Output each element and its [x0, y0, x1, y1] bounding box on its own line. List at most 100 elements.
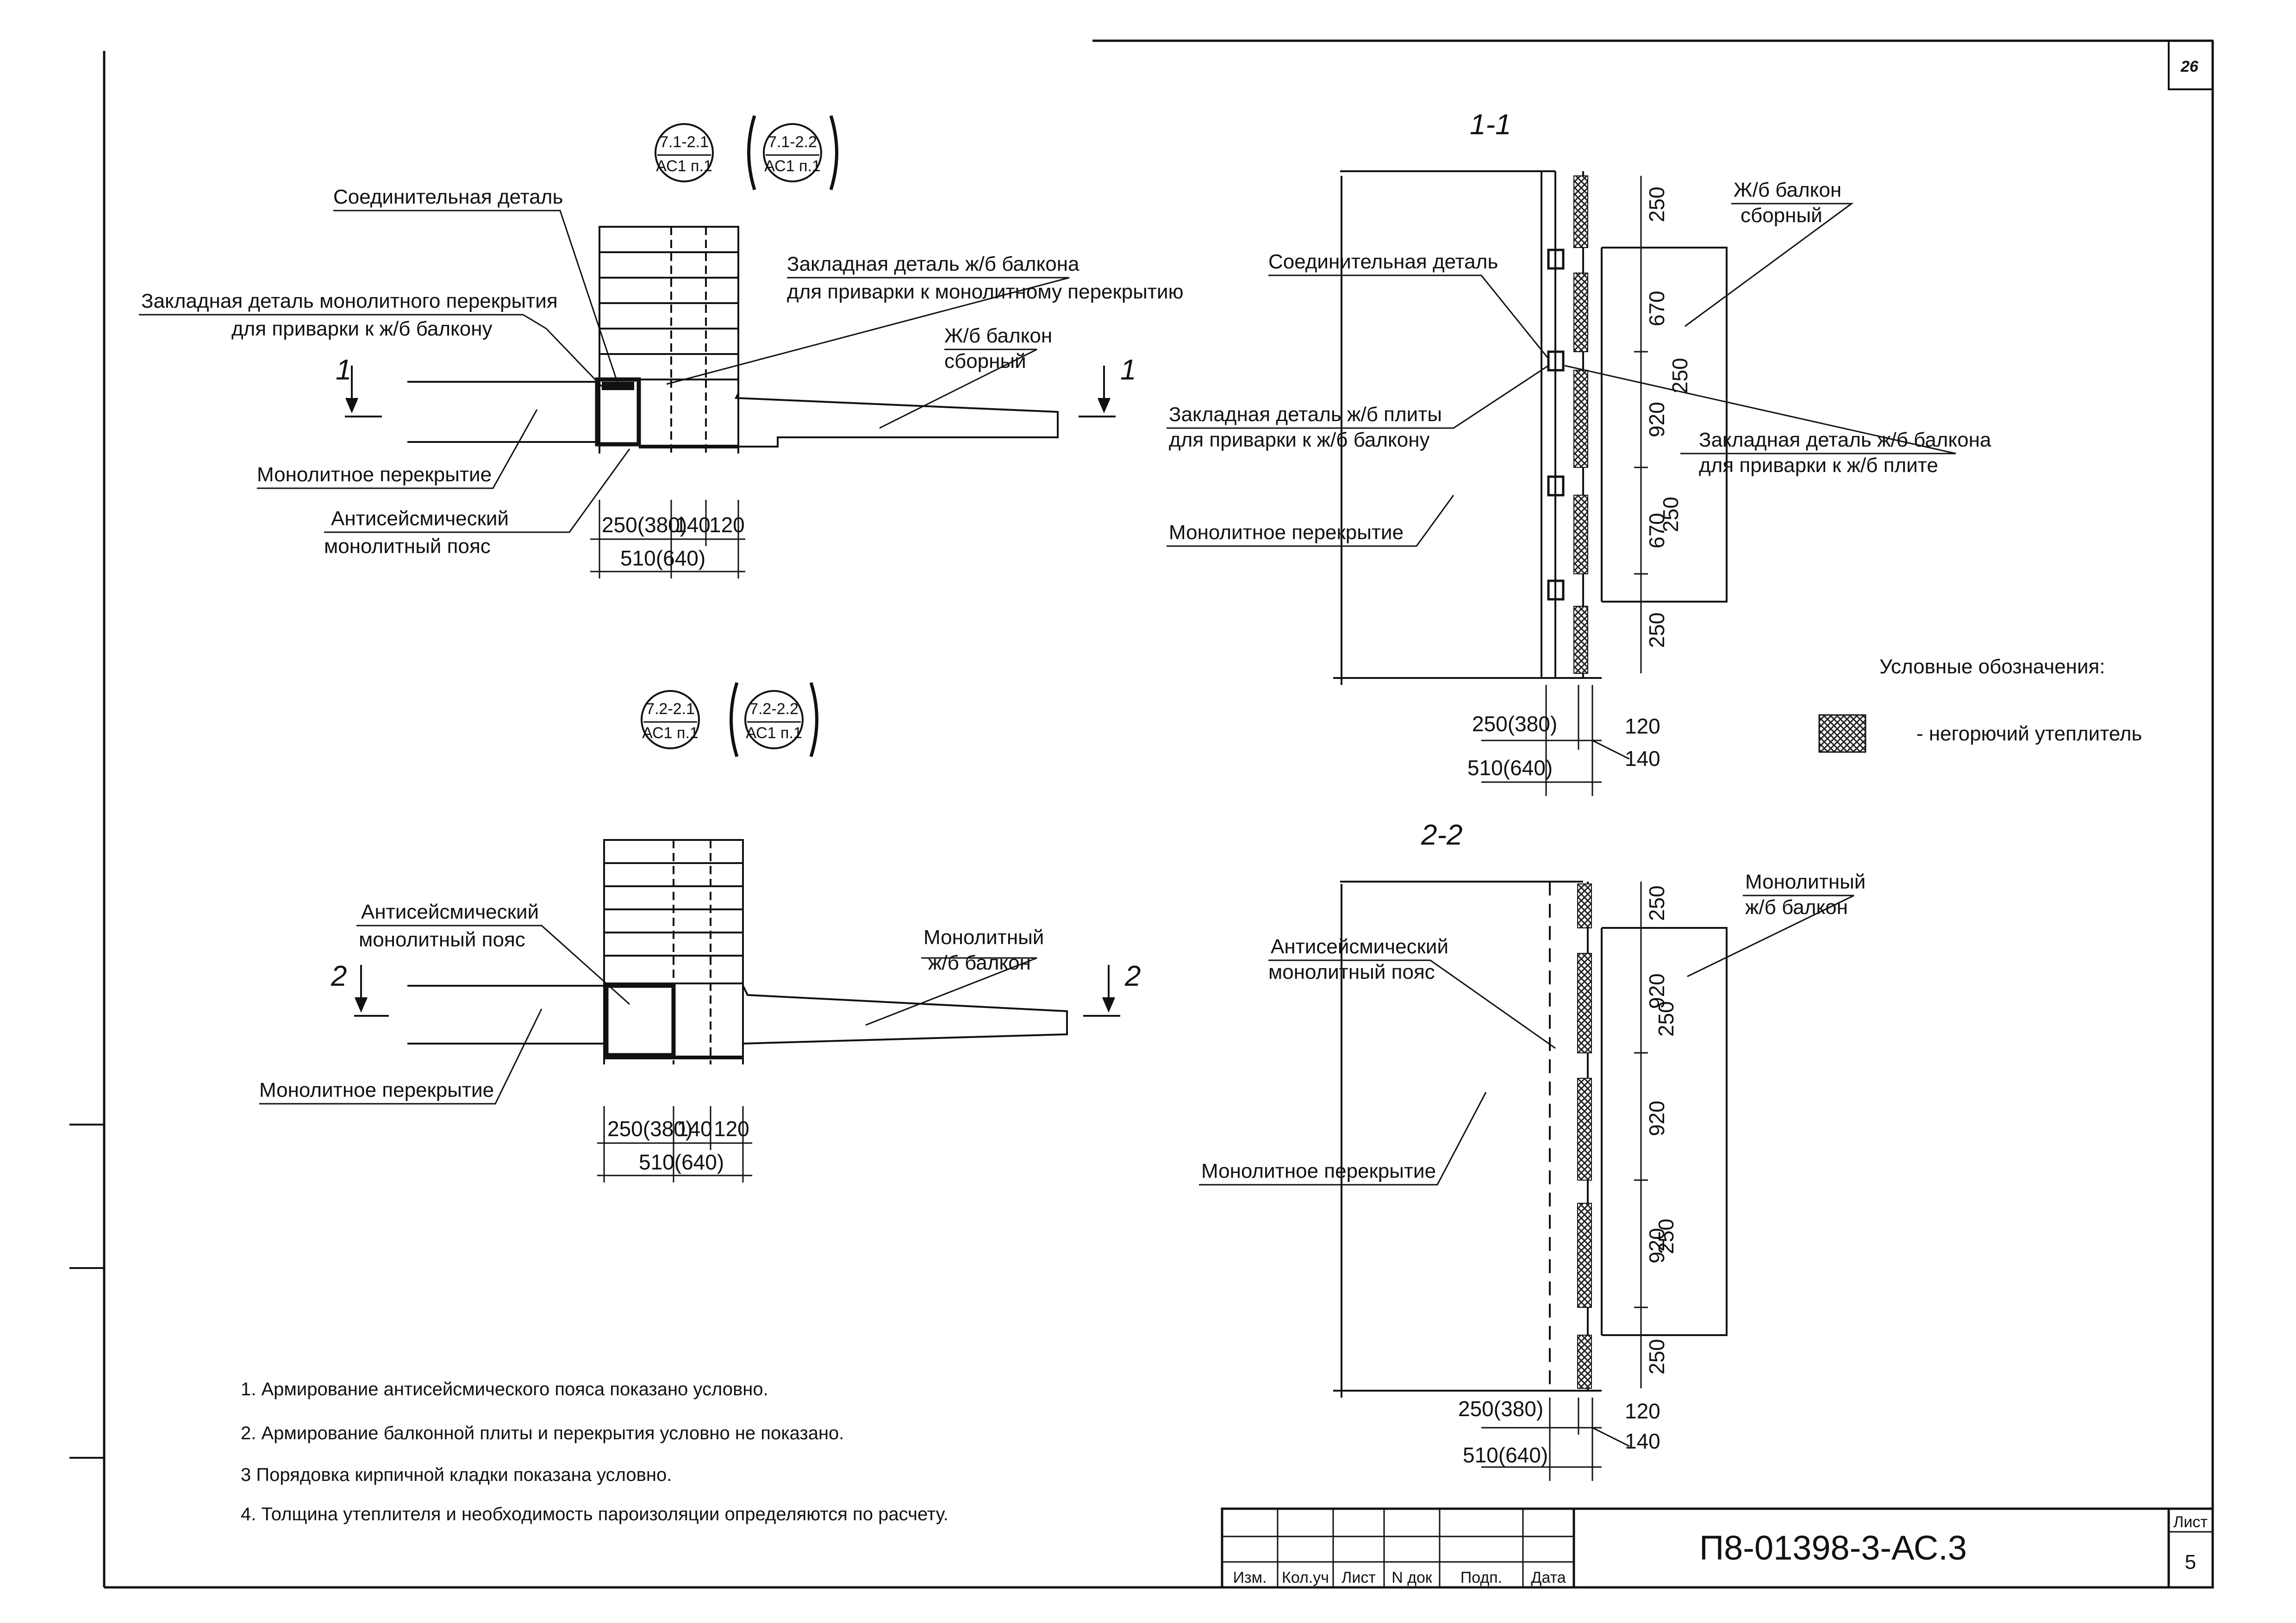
- svg-text:АС1 п.1: АС1 п.1: [656, 157, 712, 175]
- dim-s2-v0: 250: [1645, 885, 1669, 921]
- s1-label-embed-slab-2: для приварки к ж/б балкону: [1169, 429, 1430, 451]
- s1-dim-c: 120: [1625, 714, 1660, 738]
- dim-s2-side1: 250: [1654, 1001, 1678, 1037]
- s1-label-slab: Монолитное перекрытие: [1169, 521, 1404, 544]
- label-belt-1: Антисейсмический: [331, 507, 509, 530]
- cut-label-2b: 2: [1124, 960, 1141, 992]
- note-3: 3 Порядовка кирпичной кладки показана ус…: [241, 1465, 672, 1485]
- cut-mark-left-1: [345, 366, 1116, 417]
- s1-dim-b: 140: [1625, 746, 1660, 771]
- slab-and-balcony-2: [407, 985, 1068, 1059]
- s2-label-belt-2: монолитный пояс: [1268, 961, 1435, 983]
- brick-wall: [599, 226, 739, 454]
- tb-col-kol: Кол.уч: [1282, 1569, 1329, 1586]
- label-balcony-mono-2: ж/б балкон: [928, 951, 1031, 974]
- tb-col-podp: Подп.: [1460, 1569, 1502, 1586]
- dim-top-b: 140: [675, 513, 711, 537]
- dim-s2-side2: 250: [1654, 1219, 1678, 1254]
- dim-bot-a: 250(380): [607, 1117, 693, 1141]
- s1-dim-total: 510(640): [1467, 756, 1553, 780]
- document-code: П8-01398-3-АС.3: [1699, 1529, 1967, 1567]
- dims-top: [590, 500, 745, 578]
- svg-text:7.1-2.1: 7.1-2.1: [660, 133, 709, 151]
- legend-title: Условные обозначения:: [1879, 655, 2105, 678]
- s2-label-balc-2: ж/б балкон: [1745, 896, 1848, 919]
- ref-tag-1: 7.1-2.1 АС1 п.1: [655, 123, 714, 182]
- label-belt-2: монолитный пояс: [324, 535, 491, 558]
- svg-text:7.2-2.1: 7.2-2.1: [646, 700, 695, 718]
- section-2-title: 2-2: [1421, 819, 1463, 851]
- legend-item: - негорючий утеплитель: [1916, 722, 2142, 745]
- cut-mark-left-2: [354, 965, 1120, 1017]
- dim-s1-v2: 920: [1645, 402, 1669, 437]
- label-balcony-prefab-1: Ж/б балкон: [944, 324, 1052, 347]
- s1-dim-a: 250(380): [1472, 712, 1557, 736]
- title-block: [1221, 1507, 2214, 1589]
- s2-label-slab: Монолитное перекрытие: [1201, 1160, 1436, 1182]
- dim-s2-v3: 920: [1645, 1228, 1669, 1263]
- s2-dim-total: 510(640): [1463, 1443, 1548, 1467]
- dim-s1-v4: 250: [1645, 612, 1669, 648]
- label-embed-mono-1: Закладная деталь монолитного перекрытия: [141, 290, 558, 312]
- detail-bottom: 7.2-2.1 АС1 п.1 7.2-2.2 АС1 п.1: [259, 682, 1141, 1182]
- note-4: 4. Толщина утеплителя и необходимость па…: [241, 1504, 948, 1524]
- s1-label-connect: Соединительная деталь: [1268, 250, 1498, 273]
- cut-label-2a: 2: [331, 960, 347, 992]
- dim-s2-v4: 250: [1645, 1339, 1669, 1374]
- label-embed-balc-1: Закладная деталь ж/б балкона: [787, 253, 1079, 275]
- label-embed-balc-2: для приварки к монолитному перекрытию: [787, 280, 1184, 303]
- dim-s1-v1: 670: [1645, 291, 1669, 326]
- dim-s1-v3: 670: [1645, 513, 1669, 548]
- s2-label-balc-1: Монолитный: [1745, 871, 1866, 893]
- dim-bot-b: 140: [677, 1117, 712, 1141]
- svg-text:7.1-2.2: 7.1-2.2: [768, 133, 817, 151]
- detail-top: 7.1-2.1 АС1 п.1 7.1-2.2 АС1 п.1: [139, 115, 1184, 578]
- dim-s1-v0: 250: [1645, 187, 1669, 222]
- dim-s2-v1: 920: [1645, 973, 1669, 1009]
- svg-text:АС1 п.1: АС1 п.1: [746, 724, 802, 742]
- legend: Условные обозначения: - негорючий утепли…: [1818, 655, 2142, 753]
- tb-col-ndok: N док: [1391, 1569, 1433, 1586]
- sheet-frame: [69, 39, 2214, 1589]
- sheet-number: 5: [2185, 1551, 2196, 1573]
- tb-col-data: Дата: [1531, 1569, 1566, 1586]
- tb-col-list: Лист: [1341, 1569, 1376, 1586]
- s1-label-balc-1: Ж/б балкон: [1734, 179, 1841, 201]
- slab-and-balcony: [407, 381, 1059, 448]
- seismic-belt: [595, 377, 641, 447]
- dim-s2-v2: 920: [1645, 1101, 1669, 1136]
- notes: 1. Армирование антисейсмического пояса п…: [241, 1379, 948, 1524]
- label-embed-mono-2: для приварки к ж/б балкону: [231, 317, 493, 340]
- s1-label-embed-slab-1: Закладная деталь ж/б плиты: [1169, 403, 1442, 426]
- dim-top-total: 510(640): [620, 546, 705, 570]
- svg-text:АС1 п.1: АС1 п.1: [764, 157, 821, 175]
- ref-tag-3: 7.2-2.1 АС1 п.1: [641, 690, 700, 749]
- dim-s1-side2: 250: [1659, 497, 1683, 532]
- s2-label-belt-1: Антисейсмический: [1271, 935, 1448, 958]
- label-balcony-mono-1: Монолитный: [923, 926, 1044, 949]
- s2-dim-a: 250(380): [1458, 1397, 1543, 1421]
- seismic-belt-2: [604, 983, 676, 1057]
- label-mono-slab-2: Монолитное перекрытие: [259, 1079, 494, 1101]
- tb-col-izm: Изм.: [1233, 1569, 1267, 1586]
- s2-dim-b: 140: [1625, 1429, 1660, 1453]
- corner-mark: 26: [2180, 58, 2199, 75]
- sheet-label: Лист: [2173, 1513, 2208, 1531]
- dim-top-c: 120: [709, 513, 745, 537]
- cut-label-1b: 1: [1120, 354, 1136, 386]
- dim-s1-side1: 250: [1668, 358, 1692, 393]
- ref-tag-4: 7.2-2.2 АС1 п.1: [730, 682, 818, 758]
- note-2: 2. Армирование балконной плиты и перекры…: [241, 1423, 844, 1443]
- s1-label-embed-balc-1: Закладная деталь ж/б балкона: [1699, 429, 1991, 451]
- dims-bottom: [597, 1106, 752, 1182]
- svg-text:АС1 п.1: АС1 п.1: [642, 724, 699, 742]
- leaders-bottom: [259, 925, 1037, 1105]
- dim-bot-total: 510(640): [639, 1150, 724, 1174]
- label-belt-2-2: монолитный пояс: [359, 928, 525, 951]
- dim-bot-c: 120: [714, 1117, 749, 1141]
- leaders-top: [139, 210, 1070, 533]
- svg-text:7.2-2.2: 7.2-2.2: [749, 700, 799, 718]
- s2-dim-c: 120: [1625, 1399, 1660, 1423]
- label-balcony-prefab-2: сборный: [944, 350, 1026, 373]
